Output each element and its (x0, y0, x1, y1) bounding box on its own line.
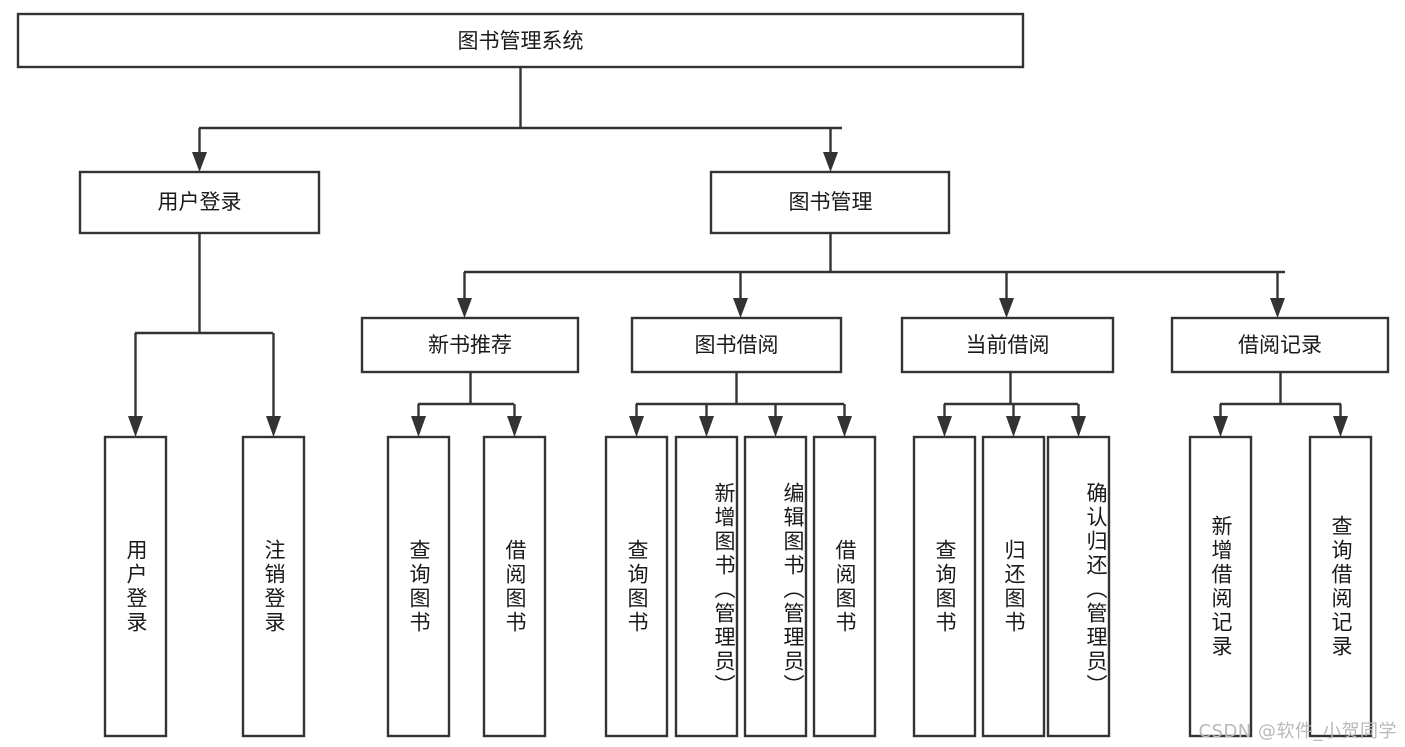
arrow-leaf-query-borrow-record (1333, 416, 1348, 437)
leaf-box-return-book[interactable] (981, 435, 1046, 738)
connectors-current-borrow-to-leaves (937, 372, 1086, 437)
leaf-box-query-borrow-record[interactable] (1308, 435, 1373, 738)
node-book-manage-box[interactable] (709, 170, 951, 235)
arrow-to-current-borrow (999, 298, 1014, 318)
arrow-to-book-borrow (733, 298, 748, 318)
arrow-leaf-return-book (1006, 416, 1021, 437)
leaf-box-user-login[interactable] (103, 435, 168, 738)
node-current-borrow[interactable]: 当前借阅 (900, 316, 1115, 374)
leaf-box-query-book-2[interactable] (604, 435, 669, 738)
arrow-leaf-logout (266, 416, 281, 437)
node-user-login-label: 用户登录 (158, 190, 242, 214)
leaf-box-edit-book[interactable] (743, 435, 808, 738)
arrow-leaf-edit-book (768, 416, 783, 437)
arrow-to-borrow-record (1270, 298, 1285, 318)
node-book-manage-label: 图书管理 (789, 190, 873, 214)
leaf-box-add-borrow-record[interactable] (1188, 435, 1253, 738)
connectors-book-borrow-to-leaves (629, 372, 852, 437)
node-book-borrow-label: 图书借阅 (695, 333, 779, 357)
arrow-to-user-login (192, 152, 207, 172)
arrow-leaf-query-book-2 (629, 416, 644, 437)
node-user-login[interactable]: 用户登录 (78, 170, 321, 235)
leaf-box-add-book[interactable] (674, 435, 739, 738)
arrow-leaf-borrow-book-1 (507, 416, 522, 437)
arrow-to-book-manage (823, 152, 838, 172)
node-root[interactable]: 图书管理系统 (16, 12, 1025, 69)
leaf-box-confirm-return[interactable] (1046, 435, 1111, 738)
node-borrow-record-box[interactable] (1170, 316, 1390, 374)
connectors-book-manage-to-level2 (457, 233, 1285, 318)
leaf-box-borrow-book-2[interactable] (812, 435, 877, 738)
connectors-borrow-record-to-leaves (1213, 372, 1348, 437)
node-root-box[interactable] (16, 12, 1025, 69)
leaf-box-query-book-1[interactable] (386, 435, 451, 738)
leaf-boxes (103, 435, 1373, 738)
node-borrow-record[interactable]: 借阅记录 (1170, 316, 1390, 374)
node-book-borrow-box[interactable] (630, 316, 843, 374)
node-new-book-recommend[interactable]: 新书推荐 (360, 316, 580, 374)
node-book-manage[interactable]: 图书管理 (709, 170, 951, 235)
leaf-box-query-book-3[interactable] (912, 435, 977, 738)
node-book-borrow[interactable]: 图书借阅 (630, 316, 843, 374)
arrow-leaf-add-borrow-record (1213, 416, 1228, 437)
arrow-leaf-confirm-return (1071, 416, 1086, 437)
leaf-box-borrow-book-1[interactable] (482, 435, 547, 738)
arrow-leaf-query-book-3 (937, 416, 952, 437)
connectors-root-to-level1 (192, 67, 842, 172)
node-new-book-recommend-box[interactable] (360, 316, 580, 374)
node-user-login-box[interactable] (78, 170, 321, 235)
node-new-book-recommend-label: 新书推荐 (428, 333, 512, 357)
arrow-leaf-query-book-1 (411, 416, 426, 437)
node-root-label: 图书管理系统 (458, 29, 584, 53)
node-current-borrow-box[interactable] (900, 316, 1115, 374)
node-borrow-record-label: 借阅记录 (1238, 333, 1322, 357)
node-current-borrow-label: 当前借阅 (966, 333, 1050, 357)
arrow-leaf-add-book (699, 416, 714, 437)
arrow-leaf-user-login (128, 416, 143, 437)
arrow-leaf-borrow-book-2 (837, 416, 852, 437)
leaf-box-logout[interactable] (241, 435, 306, 738)
connectors-user-login-to-leaves (128, 233, 281, 437)
arrow-to-new-book-recommend (457, 298, 472, 318)
connectors-new-book-recommend-to-leaves (411, 372, 522, 437)
